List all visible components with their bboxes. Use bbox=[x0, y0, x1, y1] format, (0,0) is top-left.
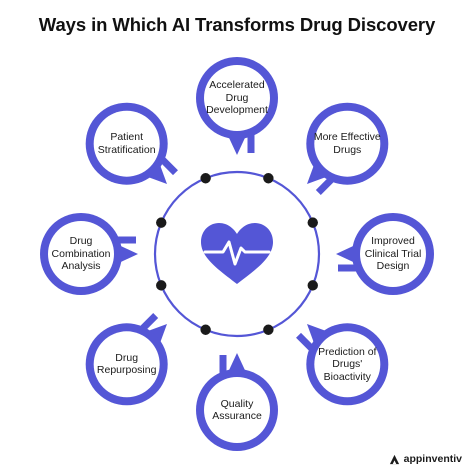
node-quality bbox=[196, 353, 278, 451]
node-inner-circle bbox=[93, 331, 160, 398]
ring-dot bbox=[200, 324, 211, 335]
inner-ring bbox=[153, 170, 321, 338]
node-trial bbox=[336, 213, 434, 295]
node-inner-circle bbox=[93, 110, 160, 177]
node-label-combination: Drug Combination Analysis bbox=[51, 235, 111, 273]
ring-dot bbox=[307, 280, 318, 291]
node-inner-circle bbox=[48, 221, 114, 287]
diagram-title: Ways in Which AI Transforms Drug Discove… bbox=[38, 14, 436, 35]
node-stratification bbox=[85, 102, 168, 185]
node-bioactivity bbox=[306, 323, 389, 406]
connector-bioactivity bbox=[296, 332, 314, 351]
nodes bbox=[40, 57, 434, 451]
ring-dot bbox=[263, 324, 274, 335]
node-label-accelerated: Accelerated Drug Development bbox=[206, 79, 268, 117]
node-inner-circle bbox=[314, 331, 381, 398]
node-combination bbox=[40, 213, 138, 295]
ring-dot bbox=[156, 217, 167, 228]
node-label-bioactivity: Prediction of Drugs' Bioactivity bbox=[318, 345, 377, 383]
brand: appinventiv bbox=[389, 453, 462, 465]
node-inner-circle bbox=[314, 110, 381, 177]
ring-dot bbox=[307, 217, 318, 228]
node-label-trial: Improved Clinical Trial Design bbox=[364, 235, 422, 273]
brand-name: appinventiv bbox=[403, 453, 462, 465]
appinventiv-logo-icon bbox=[389, 454, 399, 464]
node-repurposing bbox=[85, 323, 168, 406]
connector-repurposing bbox=[140, 313, 159, 331]
ring-dot bbox=[156, 280, 167, 291]
ring-dot bbox=[263, 173, 274, 184]
connector-effective bbox=[315, 177, 334, 195]
node-accelerated bbox=[196, 57, 278, 155]
node-label-effective: More Effective Drugs bbox=[313, 131, 381, 156]
node-inner-circle bbox=[360, 221, 426, 287]
node-inner-circle bbox=[204, 377, 270, 443]
heart-pulse-icon bbox=[201, 223, 273, 284]
node-effective bbox=[306, 102, 389, 185]
node-label-quality: Quality Assurance bbox=[212, 397, 262, 423]
connector-stratification bbox=[160, 157, 178, 176]
node-label-repurposing: Drug Repurposing bbox=[96, 351, 157, 377]
node-inner-circle bbox=[204, 65, 270, 131]
connectors bbox=[118, 135, 356, 373]
node-label-stratification: Patient Stratification bbox=[97, 131, 156, 156]
ring-dots bbox=[156, 173, 318, 335]
ring-dot bbox=[200, 173, 211, 184]
